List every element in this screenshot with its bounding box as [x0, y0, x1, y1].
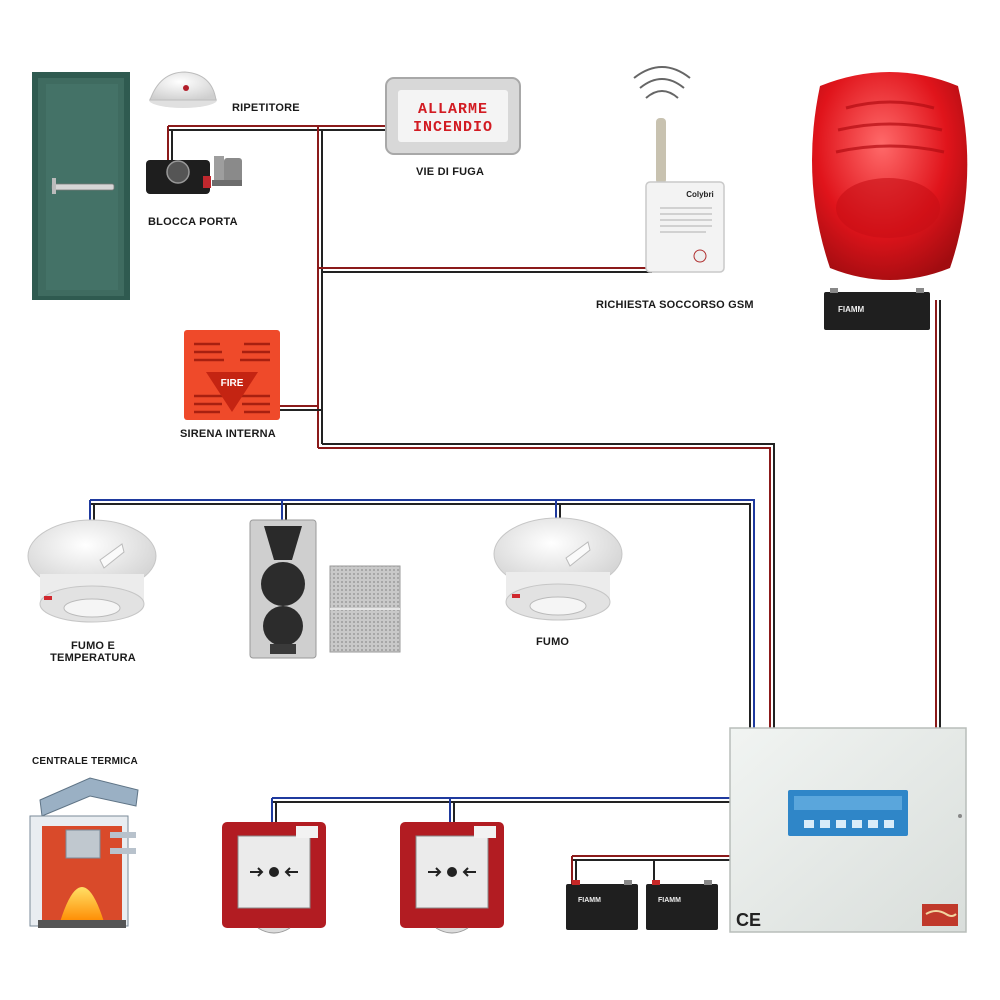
internal-siren-device: FIRE — [184, 330, 280, 420]
emergency-door — [32, 72, 130, 300]
smoke-heat-detector — [27, 519, 157, 623]
beam-reflector — [329, 565, 401, 653]
wire-detector-loop — [89, 499, 755, 728]
sign-text-line2: INCENDIO — [413, 119, 493, 136]
manual-call-point-2 — [400, 822, 504, 934]
escape-sign-device: ALLARME INCENDIO — [385, 77, 521, 155]
siren-battery: FIAMM — [824, 288, 930, 330]
backup-battery-2: FIAMM — [646, 880, 718, 930]
manual-call-point-1 — [222, 822, 326, 934]
repeater-device — [149, 71, 217, 108]
outdoor-siren-device — [812, 72, 968, 280]
battery-2-brand: FIAMM — [658, 897, 681, 904]
ce-mark: CE — [736, 910, 761, 930]
fire-word: FIRE — [221, 378, 244, 389]
label-door-lock: BLOCCA PORTA — [148, 216, 238, 228]
label-repeater: RIPETITORE — [232, 102, 300, 114]
wire-batteries — [571, 855, 730, 884]
battery-1-brand: FIAMM — [578, 897, 601, 904]
label-gsm-request: RICHIESTA SOCCORSO GSM — [596, 299, 754, 311]
label-smoke-temperature-line1: FUMO E — [71, 640, 115, 652]
wire-sounder-bus — [167, 125, 775, 728]
backup-battery-1: FIAMM — [566, 880, 638, 930]
boiler-illustration — [29, 777, 139, 928]
label-escape-routes: VIE DI FUGA — [416, 166, 485, 178]
siren-battery-brand: FIAMM — [838, 305, 865, 314]
label-smoke: FUMO — [536, 636, 570, 648]
fire-control-panel: CE — [729, 727, 967, 933]
wire-callpoint-loop — [271, 797, 730, 822]
sign-text-line1: ALLARME — [418, 101, 488, 118]
smoke-detector — [493, 517, 623, 621]
door-holder-device — [146, 156, 242, 194]
gsm-dialer-device: Colybri — [633, 66, 725, 273]
label-thermal-plant: CENTRALE TERMICA — [32, 756, 138, 767]
wireless-signal-icon — [633, 66, 691, 99]
beam-detector — [249, 519, 317, 659]
gsm-brand: Colybri — [686, 190, 714, 199]
label-internal-siren: SIRENA INTERNA — [180, 428, 276, 440]
wire-outdoor-siren — [935, 300, 941, 728]
label-smoke-temperature: FUMO E TEMPERATURA — [40, 640, 146, 664]
label-smoke-temperature-line2: TEMPERATURA — [50, 652, 136, 664]
wiring — [89, 125, 941, 884]
